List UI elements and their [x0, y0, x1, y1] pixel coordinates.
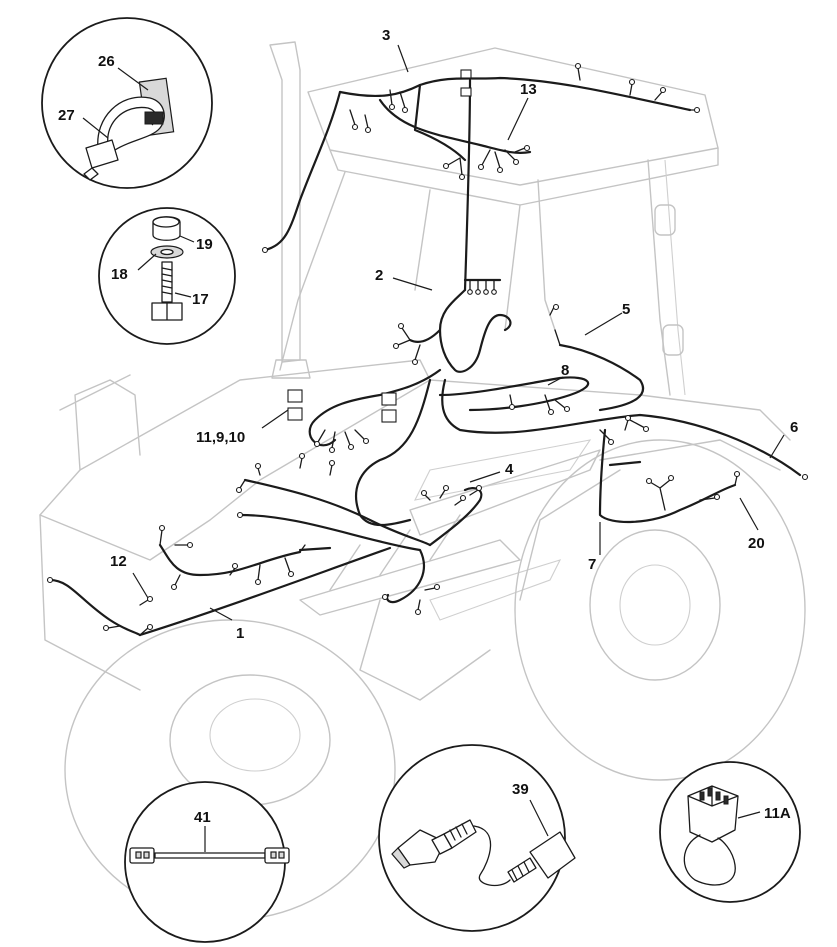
callout-8: 8 — [561, 362, 569, 379]
callout-2: 2 — [375, 267, 383, 284]
inset-relay: 11A — [659, 761, 801, 903]
callout-20: 20 — [748, 535, 765, 552]
vehicle-outline — [39, 41, 806, 921]
callout-4: 4 — [505, 461, 514, 478]
callout-5: 5 — [622, 301, 630, 318]
inset-connector: 39 — [378, 744, 576, 932]
callout-27: 27 — [58, 107, 75, 124]
callout-11A: 11A — [764, 805, 791, 822]
branch-connectors — [46, 62, 809, 636]
inset-bolt: 19 18 17 — [98, 207, 236, 345]
inset-clip: 26 27 — [41, 17, 213, 189]
callout-39: 39 — [512, 781, 529, 798]
rear-harness-7 — [598, 428, 737, 523]
callout-leaders — [132, 44, 785, 621]
callout-12: 12 — [110, 553, 127, 570]
cab-harness-2 — [438, 288, 512, 373]
engine-harness-1 — [238, 513, 425, 604]
inset-cable: 41 — [124, 781, 290, 943]
callout-labels: 3 13 2 5 8 11,9,10 4 6 20 7 12 1 — [110, 27, 798, 642]
callout-41: 41 — [194, 809, 211, 826]
callout-11-9-10: 11,9,10 — [196, 429, 245, 446]
callout-26: 26 — [98, 53, 115, 70]
callout-6: 6 — [790, 419, 798, 436]
callout-13: 13 — [520, 81, 537, 98]
roof-harness-3 — [338, 76, 692, 112]
callout-17: 17 — [192, 291, 209, 308]
callout-19: 19 — [196, 236, 213, 253]
callout-7: 7 — [588, 556, 596, 573]
callout-18: 18 — [111, 266, 128, 283]
callout-3: 3 — [382, 27, 390, 44]
callout-1: 1 — [236, 625, 244, 642]
